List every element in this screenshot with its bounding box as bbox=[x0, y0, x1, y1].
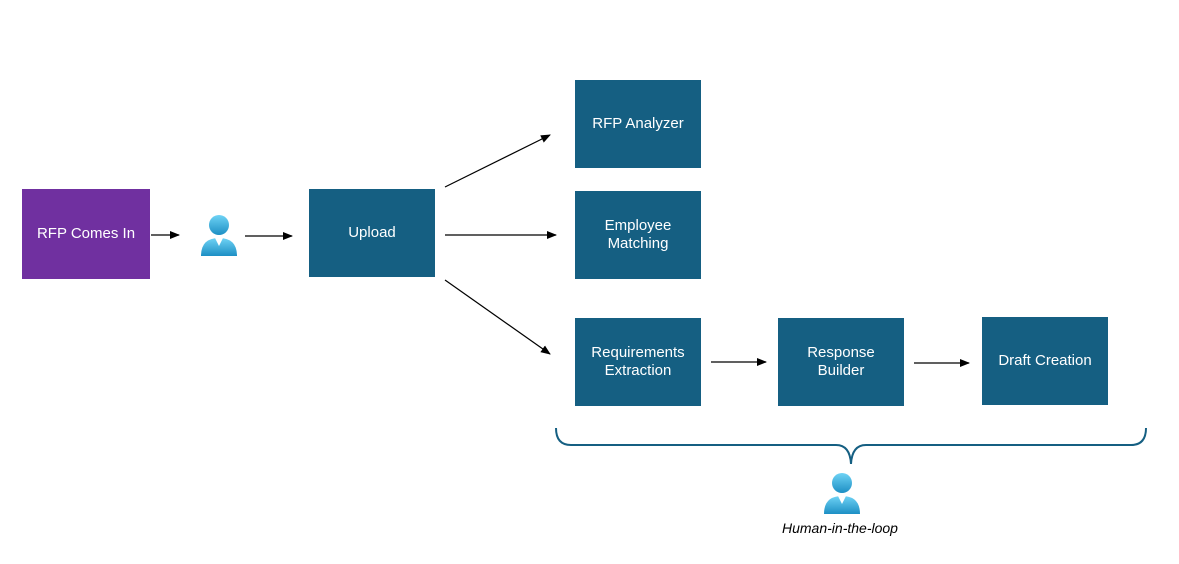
node-upload: Upload bbox=[309, 189, 435, 277]
node-employee-matching: Employee Matching bbox=[575, 191, 701, 279]
node-upload-label: Upload bbox=[348, 224, 396, 241]
node-requirements-extraction: Requirements Extraction bbox=[575, 318, 701, 406]
node-rfp-analyzer: RFP Analyzer bbox=[575, 80, 701, 168]
person-icon bbox=[201, 215, 237, 256]
node-rfp-analyzer-label: RFP Analyzer bbox=[592, 115, 684, 132]
node-rfp-comes-in-label: RFP Comes In bbox=[36, 225, 136, 242]
arrow-upload-to-requirements bbox=[444, 279, 551, 355]
node-requirements-extraction-label: Requirements Extraction bbox=[591, 344, 685, 379]
node-response-builder: Response Builder bbox=[778, 318, 904, 406]
human-in-the-loop-caption: Human-in-the-loop bbox=[782, 520, 898, 536]
arrow-upload-to-analyzer bbox=[444, 134, 551, 188]
node-rfp-comes-in: RFP Comes In bbox=[22, 189, 150, 279]
node-employee-matching-label: Employee Matching bbox=[604, 217, 672, 252]
curly-brace-icon bbox=[555, 427, 1147, 465]
node-draft-creation-label: Draft Creation bbox=[998, 352, 1092, 369]
person-icon bbox=[824, 473, 860, 514]
node-response-builder-label: Response Builder bbox=[807, 344, 875, 379]
node-draft-creation: Draft Creation bbox=[982, 317, 1108, 405]
